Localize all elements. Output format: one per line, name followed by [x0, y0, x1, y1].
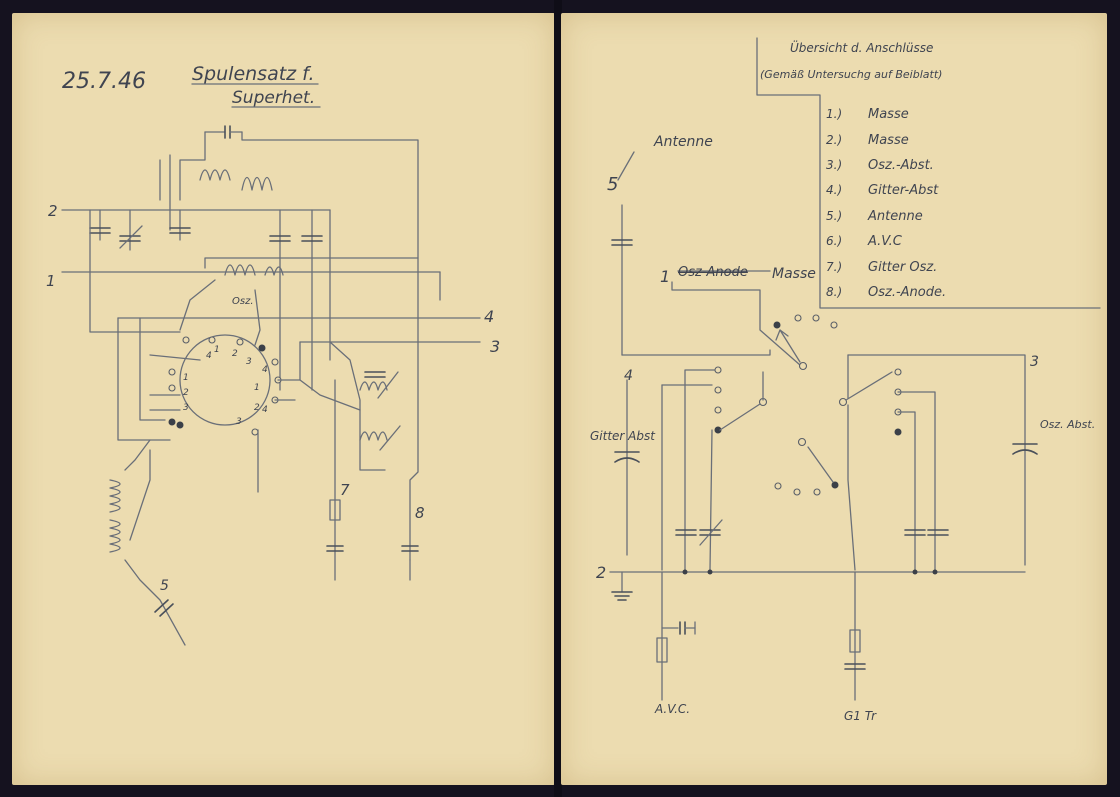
binding-gutter — [554, 0, 562, 797]
terminal-4-label: 4 — [484, 307, 494, 326]
legend-title-line1: Übersicht d. Anschlüsse — [790, 39, 933, 55]
legend-item-text: Antenne — [867, 209, 923, 224]
svg-text:1: 1 — [254, 383, 260, 393]
date-text: 25.7.46 — [62, 69, 146, 94]
terminal-2-right: 2 — [596, 563, 606, 582]
legend-item-num: 4.) — [826, 183, 842, 197]
legend-item-text: Masse — [868, 107, 909, 122]
legend-item-num: 1.) — [826, 107, 842, 121]
title-line2: Superhet. — [232, 88, 315, 108]
svg-text:3: 3 — [236, 417, 242, 427]
connection-legend-box — [756, 37, 1101, 309]
svg-text:1: 1 — [183, 373, 189, 383]
right-page — [561, 13, 1107, 785]
legend-item-text: Osz.-Abst. — [868, 158, 934, 173]
legend-item-num: 3.) — [826, 158, 842, 172]
terminal-8-label: 8 — [415, 504, 425, 522]
g1-tr-label: G1 Tr — [844, 709, 877, 723]
left-circuit — [61, 125, 481, 646]
terminal-1-label: 1 — [46, 272, 56, 290]
switch-position-numbers: 1 2 3 4 1 2 3 4 1 2 3 4 — [183, 345, 268, 427]
legend-list: 1.) Masse 2.) Masse 3.) Osz.-Abst. 4.) G… — [826, 107, 946, 300]
svg-text:4: 4 — [262, 405, 268, 415]
svg-text:3: 3 — [246, 357, 252, 367]
legend-item-text: A.V.C — [867, 234, 903, 249]
gitter-abst-label: Gitter Abst — [590, 429, 656, 443]
svg-text:1: 1 — [214, 345, 220, 355]
avc-label: A.V.C. — [654, 702, 690, 716]
title-line1: Spulensatz f. — [192, 63, 315, 85]
svg-text:2: 2 — [254, 403, 260, 413]
terminal-1-right: 1 — [660, 267, 670, 286]
terminal-4-right: 4 — [624, 368, 633, 384]
left-page — [12, 13, 555, 785]
right-circuit — [609, 151, 1038, 701]
legend-item-text: Masse — [868, 133, 909, 148]
terminal-3-label: 3 — [490, 337, 500, 356]
osz-abst-label: Osz. Abst. — [1040, 418, 1095, 431]
osz-label: Osz. — [232, 296, 254, 307]
legend-item-num: 2.) — [826, 133, 842, 147]
legend-item-num: 6.) — [826, 234, 842, 248]
legend-item-text: Osz.-Anode. — [868, 285, 946, 300]
terminal-3-right: 3 — [1030, 354, 1039, 370]
terminal-2-label: 2 — [48, 202, 58, 220]
terminal-5-label: 5 — [160, 578, 169, 594]
svg-text:2: 2 — [183, 388, 189, 398]
svg-text:4: 4 — [206, 351, 212, 361]
legend-item-num: 8.) — [826, 285, 842, 299]
svg-text:3: 3 — [183, 403, 189, 413]
svg-text:4: 4 — [262, 365, 268, 375]
terminal-5-right: 5 — [607, 174, 618, 195]
struck-osz-anode: Osz-Anode — [678, 265, 748, 280]
legend-item-num: 5.) — [826, 209, 842, 223]
legend-item-text: Gitter-Abst — [868, 183, 939, 198]
terminal-7-label: 7 — [340, 481, 350, 499]
svg-text:2: 2 — [232, 349, 238, 359]
legend-item-num: 7.) — [826, 260, 842, 274]
legend-title-line2: (Gemäß Untersuchg auf Beiblatt) — [760, 68, 942, 81]
masse-label: Masse — [772, 266, 816, 282]
legend-item-text: Gitter Osz. — [868, 260, 937, 275]
antenne-label: Antenne — [653, 134, 713, 150]
